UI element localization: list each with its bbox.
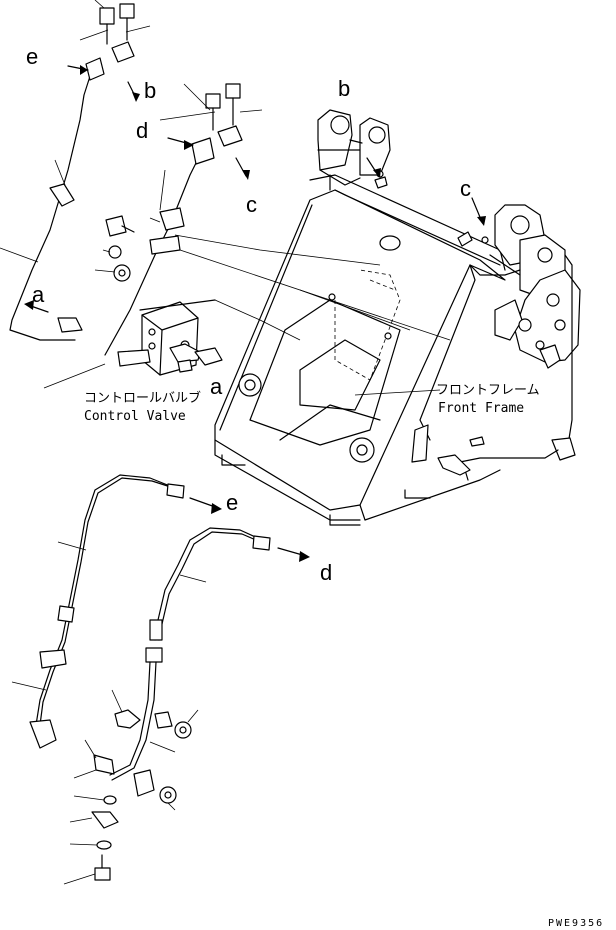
label-b-frame: b	[338, 76, 350, 101]
label-a-left: a	[32, 282, 45, 307]
label-b-top: b	[144, 78, 156, 103]
front-frame-en: Front Frame	[438, 401, 524, 416]
label-d-top: d	[136, 118, 148, 143]
front-frame-jp: フロントフレーム	[436, 383, 540, 398]
label-a-valve: a	[210, 374, 223, 399]
label-c-top: c	[246, 192, 257, 217]
label-d-lower: d	[320, 560, 332, 585]
control-valve-en: Control Valve	[84, 409, 186, 424]
label-e-top: e	[26, 44, 38, 69]
control-valve-jp: コントロールバルブ	[84, 390, 201, 406]
control-valve	[117, 299, 223, 376]
label-e-lower: e	[226, 490, 238, 515]
upper-hose-assembly	[0, 0, 486, 396]
front-frame	[214, 109, 581, 526]
label-c-frame: c	[460, 176, 471, 201]
lower-hose-assembly	[11, 474, 310, 885]
drawing-code: PWE9356	[548, 918, 604, 929]
